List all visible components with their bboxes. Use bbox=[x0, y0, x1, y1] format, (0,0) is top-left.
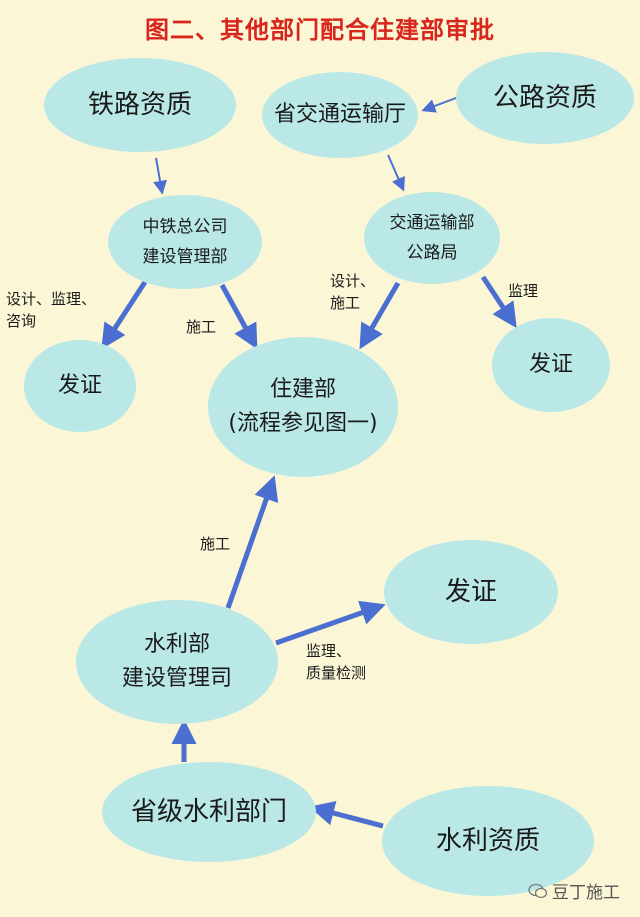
node-label-line1: 中铁总公司 bbox=[142, 217, 228, 237]
arrow-highway-to-provincial bbox=[421, 97, 457, 113]
watermark-text: 豆丁施工 bbox=[552, 883, 620, 903]
node-label-line2: (流程参见图一) bbox=[228, 411, 378, 436]
node-label: 铁路资质 bbox=[87, 90, 192, 120]
node-label: 水利资质 bbox=[435, 826, 540, 856]
node-water-qualification: 水利资质 bbox=[382, 786, 594, 896]
node-certificate-left: 发证 bbox=[24, 340, 136, 432]
node-provincial-transport-dept: 省交通运输厅 bbox=[262, 72, 418, 158]
edge-label-mwr-construct: 施工 bbox=[200, 535, 231, 553]
arrow-provincial-to-mot bbox=[387, 154, 405, 192]
arrow-railway-to-crcc bbox=[153, 157, 167, 195]
node-label: 发证 bbox=[57, 373, 102, 398]
node-mwr-construction-dept: 水利部 建设管理司 bbox=[76, 600, 278, 724]
edge-label-line2: 质量检测 bbox=[306, 664, 367, 682]
diagram-title: 图二、其他部门配合住建部审批 bbox=[145, 16, 495, 44]
node-crcc-construction-dept: 中铁总公司 建设管理部 bbox=[108, 195, 262, 289]
arrow-mot-to-cert-right bbox=[480, 275, 517, 329]
edge-label-mot-design: 设计、 施工 bbox=[330, 270, 375, 314]
arrow-mwr-to-mohurd bbox=[225, 475, 279, 609]
watermark: 豆丁施工 bbox=[528, 878, 620, 903]
edge-label-crcc-construct: 施工 bbox=[186, 318, 217, 336]
node-label: 省交通运输厅 bbox=[273, 102, 406, 127]
node-label: 发证 bbox=[528, 352, 573, 377]
edge-label-mwr-supervise: 监理、 质量检测 bbox=[306, 640, 366, 684]
node-certificate-right: 发证 bbox=[492, 318, 610, 412]
node-label-line2: 建设管理司 bbox=[121, 666, 232, 691]
node-label-line1: 住建部 bbox=[269, 377, 336, 402]
edge-label-line2: 施工 bbox=[330, 294, 361, 312]
arrow-crcc-to-mohurd bbox=[219, 283, 258, 350]
edge-label-mot-supervise: 监理 bbox=[508, 282, 539, 300]
node-label: 公路资质 bbox=[492, 83, 597, 113]
arrow-crcc-to-cert-left bbox=[101, 280, 148, 350]
node-label-line2: 公路局 bbox=[406, 243, 458, 263]
node-mohurd: 住建部 (流程参见图一) bbox=[208, 337, 398, 477]
node-certificate-water: 发证 bbox=[384, 540, 558, 644]
arrow-mot-to-mohurd bbox=[359, 281, 401, 350]
node-provincial-water-dept: 省级水利部门 bbox=[102, 762, 316, 862]
edge-label-crcc-design: 设计、监理、 咨询 bbox=[6, 288, 96, 332]
node-label: 发证 bbox=[444, 577, 497, 607]
arrow-mwr-to-cert-water bbox=[275, 600, 386, 646]
edge-label-line1: 设计、 bbox=[330, 272, 376, 290]
edge-label-line1: 监理、 bbox=[306, 642, 352, 660]
node-label: 省级水利部门 bbox=[130, 797, 287, 827]
arrow-water-qual-to-prov bbox=[309, 800, 384, 829]
wechat-icon bbox=[528, 883, 548, 898]
node-label-line1: 交通运输部 bbox=[389, 213, 475, 233]
edge-label-line2: 咨询 bbox=[6, 312, 37, 330]
node-mot-highway-bureau: 交通运输部 公路局 bbox=[364, 192, 500, 284]
node-label-line1: 水利部 bbox=[143, 632, 210, 657]
node-railway-qualification: 铁路资质 bbox=[44, 58, 236, 152]
node-label-line2: 建设管理部 bbox=[142, 247, 228, 267]
edge-label-line1: 设计、监理、 bbox=[6, 290, 97, 308]
node-highway-qualification: 公路资质 bbox=[456, 52, 634, 144]
